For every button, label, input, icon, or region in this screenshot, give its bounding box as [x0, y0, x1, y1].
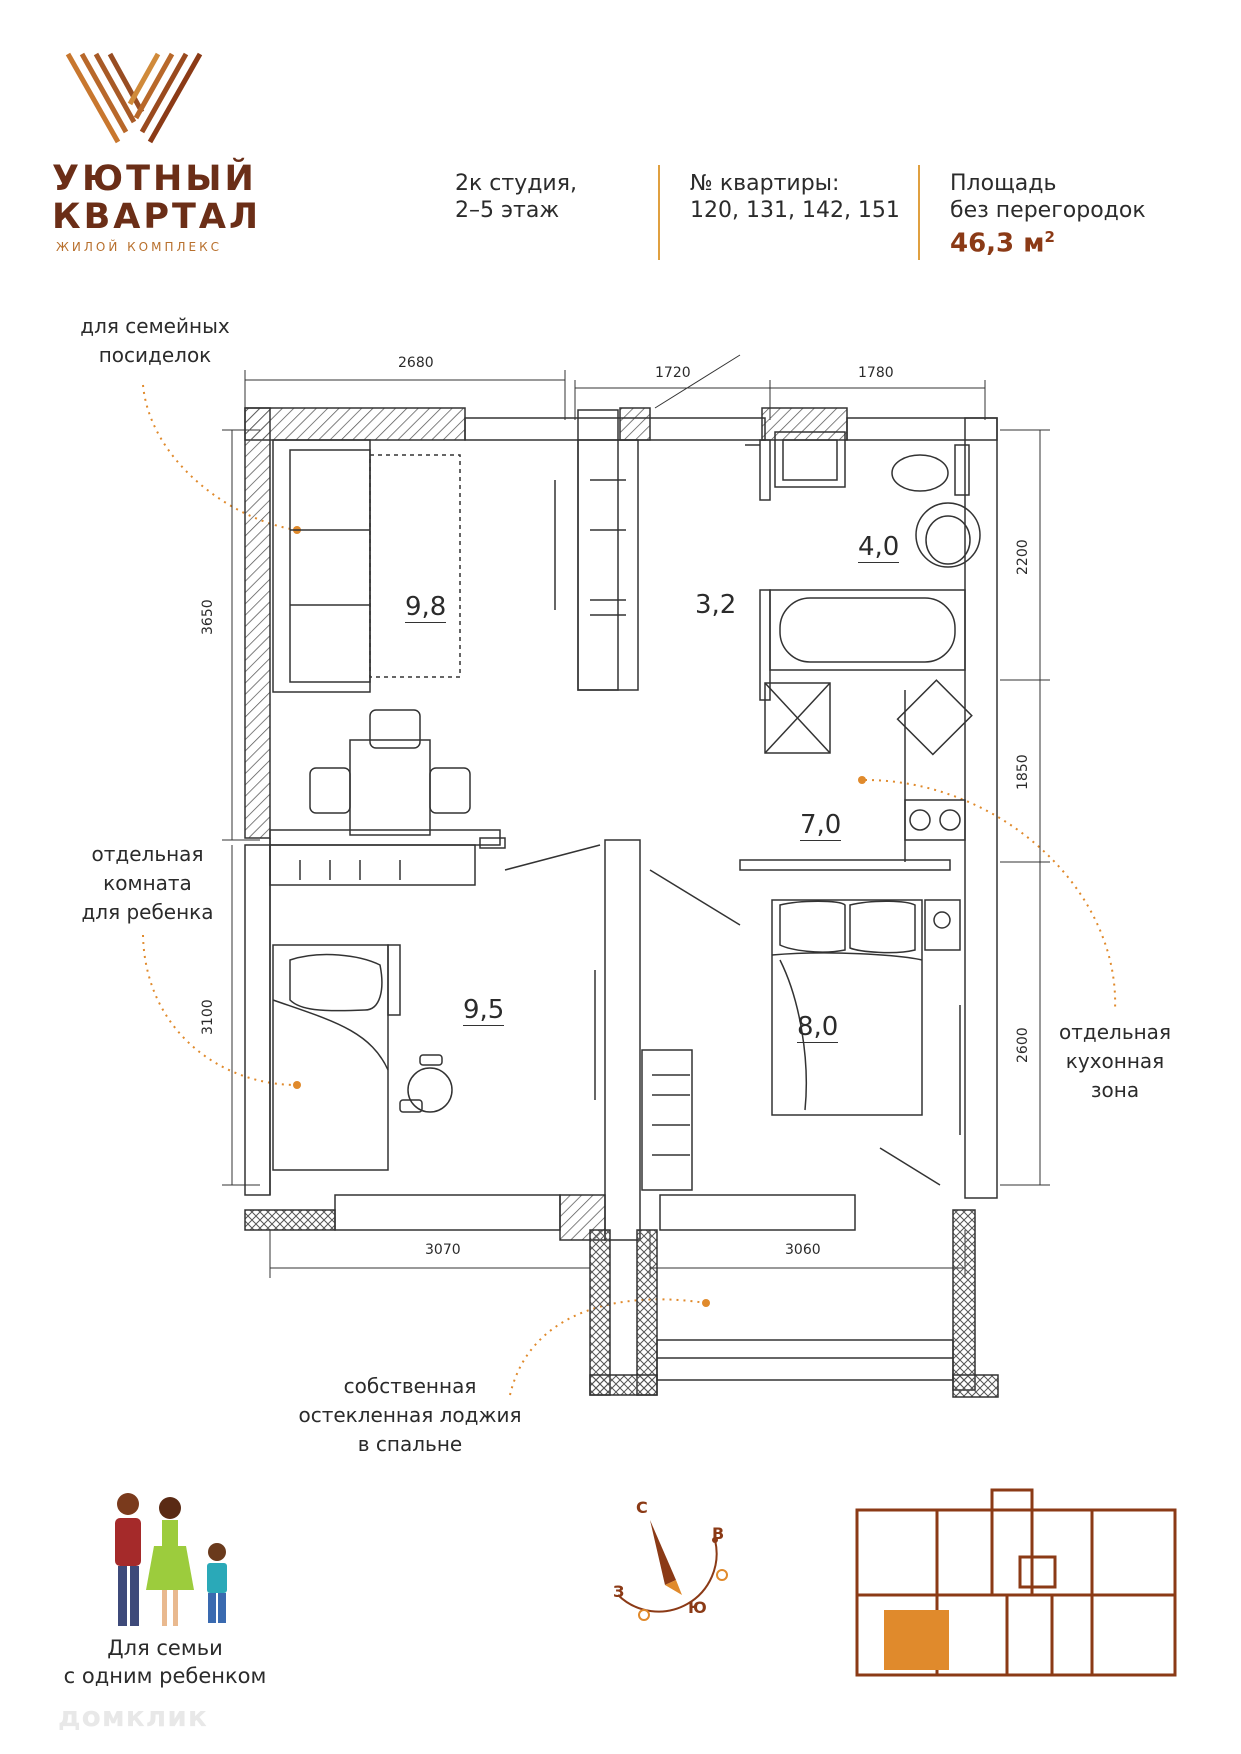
apartment-type-line2: 2–5 этаж [455, 198, 560, 223]
header-separator [658, 165, 660, 260]
dim-right-bottom: 2600 [1015, 1027, 1031, 1063]
leader-dot [858, 776, 866, 784]
room-area-kitchen: 7,0 [800, 810, 842, 841]
dim-bottom-right: 3060 [785, 1242, 821, 1258]
key-plan-highlight [884, 1610, 949, 1670]
room-area-hall: 3,2 [695, 590, 737, 620]
family-caption-line1: Для семьи [107, 1636, 223, 1660]
area-value: 46,3 м2 [950, 228, 1055, 259]
family-caption-line2: с одним ребенком [63, 1664, 267, 1688]
leader-kitchen [864, 779, 1117, 1011]
leader-family [142, 384, 298, 531]
brand-tagline: ЖИЛОЙ КОМПЛЕКС [56, 240, 223, 254]
dim-top-mid: 1720 [655, 365, 691, 381]
compass-east: В [712, 1524, 725, 1543]
family-caption: Для семьи с одним ребенком [40, 1634, 290, 1690]
header-separator [918, 165, 920, 260]
compass-icon [617, 1520, 728, 1621]
dim-top-left: 2680 [398, 355, 434, 371]
brand-line2: КВАРТАЛ [52, 197, 262, 237]
dim-left-top: 3650 [200, 599, 216, 635]
compass-south: Ю [688, 1598, 707, 1617]
compass-north: С [636, 1498, 648, 1517]
dim-right-mid: 1850 [1015, 754, 1031, 790]
area-label2: без перегородок [950, 198, 1146, 223]
apartment-area: Площадь без перегородок 46,3 м2 [950, 170, 1146, 258]
apartment-type-line1: 2к студия, [455, 171, 577, 196]
dim-top-right: 1780 [858, 365, 894, 381]
room-area-living: 9,8 [405, 592, 447, 623]
leader-dot [702, 1299, 710, 1307]
watermark: домклик [58, 1700, 208, 1733]
brand-line1: УЮТНЫЙ [52, 159, 257, 199]
dim-right-top: 2200 [1015, 539, 1031, 575]
apartment-numbers-value: 120, 131, 142, 151 [690, 198, 900, 223]
leader-child [142, 934, 298, 1086]
dim-left-bottom: 3100 [200, 999, 216, 1035]
room-area-bath: 4,0 [858, 532, 900, 563]
leader-dot [293, 1081, 301, 1089]
brand-name: УЮТНЫЙ КВАРТАЛ [52, 159, 262, 237]
brand-logo-icon [65, 52, 203, 144]
area-label1: Площадь [950, 171, 1057, 196]
compass-west: З [613, 1582, 625, 1601]
apartment-numbers-label: № квартиры: [690, 171, 840, 196]
apartment-type: 2к студия, 2–5 этаж [455, 170, 577, 224]
key-floor-plan [855, 1488, 1177, 1677]
apartment-numbers: № квартиры: 120, 131, 142, 151 [690, 170, 900, 224]
room-area-bedroom: 8,0 [797, 1012, 839, 1043]
family-illustration [115, 1493, 227, 1626]
dim-bottom-left: 3070 [425, 1242, 461, 1258]
room-area-child: 9,5 [463, 995, 505, 1026]
